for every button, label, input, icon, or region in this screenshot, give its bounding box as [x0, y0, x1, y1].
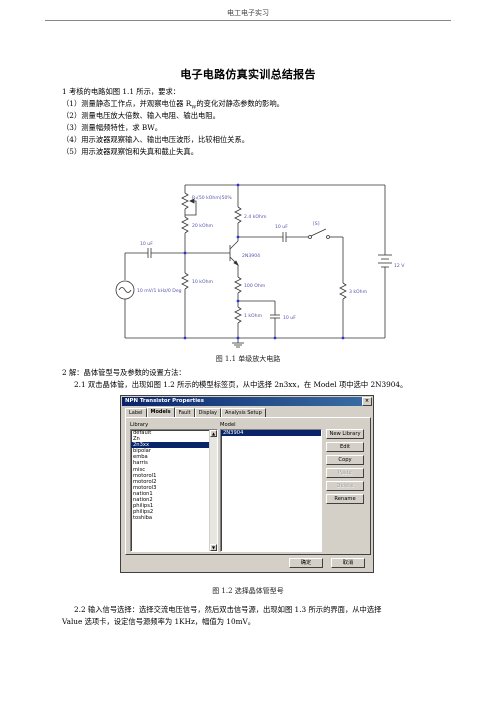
tab-analysis-setup[interactable]: Analysis Setup: [221, 408, 266, 417]
library-list-item[interactable]: philips2: [133, 509, 154, 516]
cout-label: 10 uF: [275, 224, 288, 230]
section2-step1: 2.1 双击晶体管，出现如图 1.2 所示的模型标签页，从中选择 2n3xx，在…: [74, 380, 408, 389]
page-header: 电工电子实习: [227, 9, 269, 17]
delete-button[interactable]: Delete: [326, 481, 364, 491]
section1-item-1: （1）测量静态工作点，并观察电位器 RW的变化对静态参数的影响。: [62, 99, 284, 112]
section2-intro: 2 解：晶体管型号及参数的设置方法：: [62, 368, 186, 377]
tab-display[interactable]: Display: [194, 408, 222, 417]
section1-item-5: （5）用示波器观察饱和失真和截止失真。: [62, 147, 198, 156]
section1-item-4: （4）用示波器观察输入、输出电压波形，比较相位关系。: [62, 135, 250, 144]
item1-subscript: W: [191, 104, 197, 111]
switch-label: [S]: [313, 221, 320, 227]
new-library-button[interactable]: New Library: [326, 429, 364, 439]
section1-intro: 1 考核的电路如图 1.1 所示，要求：: [62, 87, 181, 96]
dialog-tabs: Label Models Fault Display Analysis Setu…: [125, 407, 266, 417]
item1-text: （1）测量静态工作点，并观察电位器 R: [62, 99, 192, 108]
paste-button[interactable]: Paste: [326, 468, 364, 478]
library-list-item[interactable]: misc: [133, 466, 146, 473]
section1-item-3: （3）测量幅频特性，求 BW。: [62, 123, 163, 132]
close-icon[interactable]: ×: [362, 397, 372, 406]
library-list-item[interactable]: bipolar: [133, 448, 151, 455]
supply-label: 12 V: [394, 263, 405, 269]
cin-label: 10 uF: [140, 241, 153, 247]
figure-2-caption: 图 1.2 选择晶体管型号: [212, 587, 284, 595]
library-list-item[interactable]: toshiba: [133, 515, 153, 522]
rc-label: 2.4 kOhm: [244, 214, 267, 220]
library-list-item[interactable]: emba: [133, 454, 148, 461]
library-list-item[interactable]: philips1: [133, 503, 154, 510]
edit-button[interactable]: Edit: [326, 442, 364, 452]
library-list-item[interactable]: motorol2: [133, 478, 157, 485]
tab-fault[interactable]: Fault: [174, 408, 195, 417]
figure-1-caption: 图 1.1 单级放大电路: [215, 355, 281, 363]
scroll-up-icon[interactable]: ▲: [210, 430, 217, 437]
section1-item-2: （2）测量电压放大倍数、输入电阻、输出电阻。: [62, 111, 220, 120]
amplifier-circuit-diagram: R₁(50 kOhm)50% 20 kOhm 10 kOhm 2.4 kOhm …: [115, 183, 405, 348]
library-list-item[interactable]: nation2: [133, 497, 153, 504]
tab-label[interactable]: Label: [125, 408, 147, 417]
r10k-label: 10 kOhm: [192, 279, 213, 285]
tab-models[interactable]: Models: [146, 407, 175, 417]
library-label: Library: [130, 422, 149, 428]
model-label: Model: [220, 422, 236, 428]
header-divider: [45, 20, 451, 21]
rl-label: 3 kOhm: [349, 289, 368, 295]
library-list-item[interactable]: nation1: [133, 490, 153, 497]
library-scrollbar[interactable]: ▲ ▼: [209, 430, 217, 551]
dialog-title: NPN Transistor Properties: [122, 397, 372, 406]
re1-label: 100 Ohm: [244, 283, 266, 289]
section2-step2-line1: 2.2 输入信号选择：选择交流电压信号，然后双击信号源，出现如图 1.3 所示的…: [74, 605, 382, 614]
ce-label: 10 uF: [283, 315, 296, 321]
cancel-button[interactable]: 取消: [331, 558, 365, 568]
library-list-item[interactable]: Zn: [133, 436, 140, 443]
model-list[interactable]: 2N3904: [220, 429, 322, 552]
re2-label: 1 kOhm: [244, 313, 263, 319]
source-label: 10 mV/1 kHz/0 Deg: [137, 288, 182, 294]
r20k-label: 20 kOhm: [192, 223, 213, 229]
model-list-item[interactable]: 2N3904: [221, 430, 321, 437]
library-list-item[interactable]: harris: [133, 460, 148, 467]
transistor-label: 2N3904: [242, 253, 260, 259]
copy-button[interactable]: Copy: [326, 455, 364, 465]
rename-button[interactable]: Rename: [326, 494, 364, 504]
npn-properties-dialog: NPN Transistor Properties × Label Models…: [120, 395, 374, 573]
ok-button[interactable]: 确定: [289, 558, 323, 568]
library-list-item[interactable]: motorol1: [133, 472, 157, 479]
document-title: 电子电路仿真实训总结报告: [180, 68, 316, 81]
item1-tail: 的变化对静态参数的影响。: [196, 99, 284, 108]
scroll-down-icon[interactable]: ▼: [210, 544, 217, 551]
library-list-item[interactable]: default: [133, 430, 152, 436]
library-list-item[interactable]: motorol3: [133, 484, 157, 491]
pot-label: R₁(50 kOhm)50%: [192, 195, 232, 201]
library-list-item[interactable]: 2n3xx: [131, 442, 217, 449]
section2-step2-line2: Value 选项卡，设定信号源频率为 1KHz，幅值为 10mV。: [62, 617, 256, 626]
